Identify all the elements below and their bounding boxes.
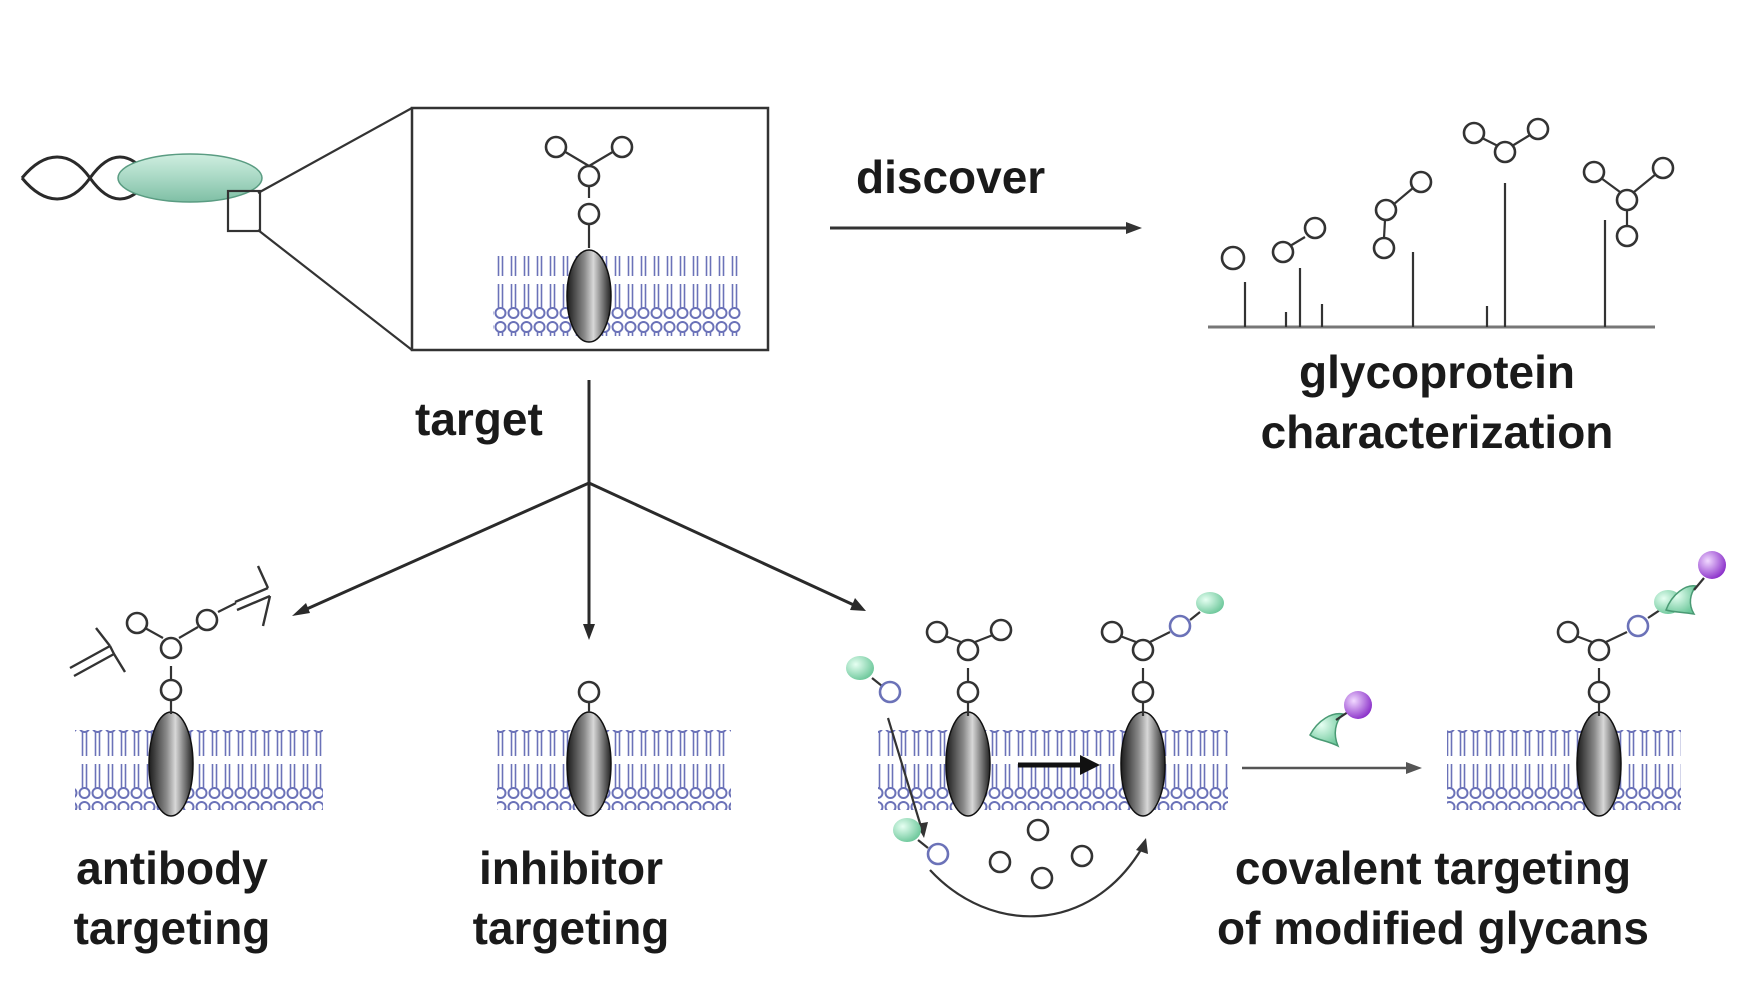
antibody-panel xyxy=(69,565,323,817)
probe-arrow xyxy=(1242,691,1422,774)
probe-icon xyxy=(1665,585,1698,616)
discover-label: discover xyxy=(856,151,1045,203)
antibody-label: antibody xyxy=(76,842,268,894)
zoom-box xyxy=(410,106,770,352)
antibody-branch-arrow xyxy=(299,481,590,614)
inhibitor-targeting-label: targeting xyxy=(473,902,670,954)
covalent-targeting-label: covalent targeting xyxy=(1235,842,1631,894)
azide-tag-icon xyxy=(893,818,921,842)
inhibitor-panel xyxy=(497,680,731,817)
azide-tag-icon xyxy=(846,656,874,680)
modified-glycans-label: of modified glycans xyxy=(1217,902,1649,954)
mass-spectrum-icon xyxy=(1208,117,1675,329)
characterization-label: characterization xyxy=(1261,406,1614,458)
dna-helix-icon xyxy=(20,155,152,201)
membrane-protein-icon xyxy=(566,711,612,817)
glycoprotein-label: glycoprotein xyxy=(1299,346,1575,398)
membrane-protein-icon xyxy=(148,711,194,817)
inhibitor-label: inhibitor xyxy=(479,842,663,894)
zoom-source-box xyxy=(226,189,262,233)
labeled-glycoprotein-panel xyxy=(1447,551,1726,817)
probe-tag-icon xyxy=(1344,691,1372,719)
membrane-bilayer-icon xyxy=(493,256,741,336)
antibody-icon xyxy=(69,565,272,678)
target-label: target xyxy=(415,393,543,445)
antibody-targeting-label: targeting xyxy=(74,902,271,954)
membrane-protein-icon xyxy=(1576,711,1622,817)
probe-icon xyxy=(1309,712,1345,748)
azide-tag-icon xyxy=(1196,592,1224,614)
probe-tag-icon xyxy=(1698,551,1726,579)
covalent-branch-arrow xyxy=(588,481,857,608)
membrane-protein-icon xyxy=(945,711,991,817)
membrane-protein-icon xyxy=(566,249,612,343)
membrane-protein-icon xyxy=(1120,711,1166,817)
protein-icon xyxy=(117,153,263,203)
metabolic-labeling-panel xyxy=(846,592,1228,918)
glycan-tree-icon xyxy=(544,135,634,248)
